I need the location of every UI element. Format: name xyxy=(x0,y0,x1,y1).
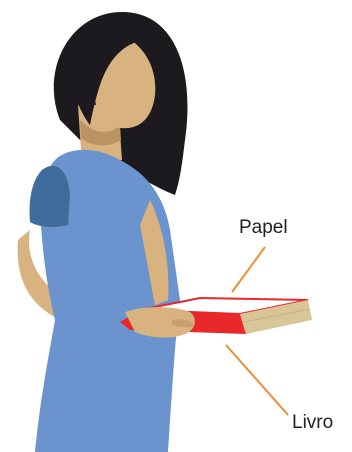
book-leader-line xyxy=(226,345,288,415)
paper-label: Papel xyxy=(239,217,288,239)
paper-leader-line xyxy=(232,247,265,292)
book-label: Livro xyxy=(292,412,333,434)
sleeve xyxy=(30,166,71,227)
